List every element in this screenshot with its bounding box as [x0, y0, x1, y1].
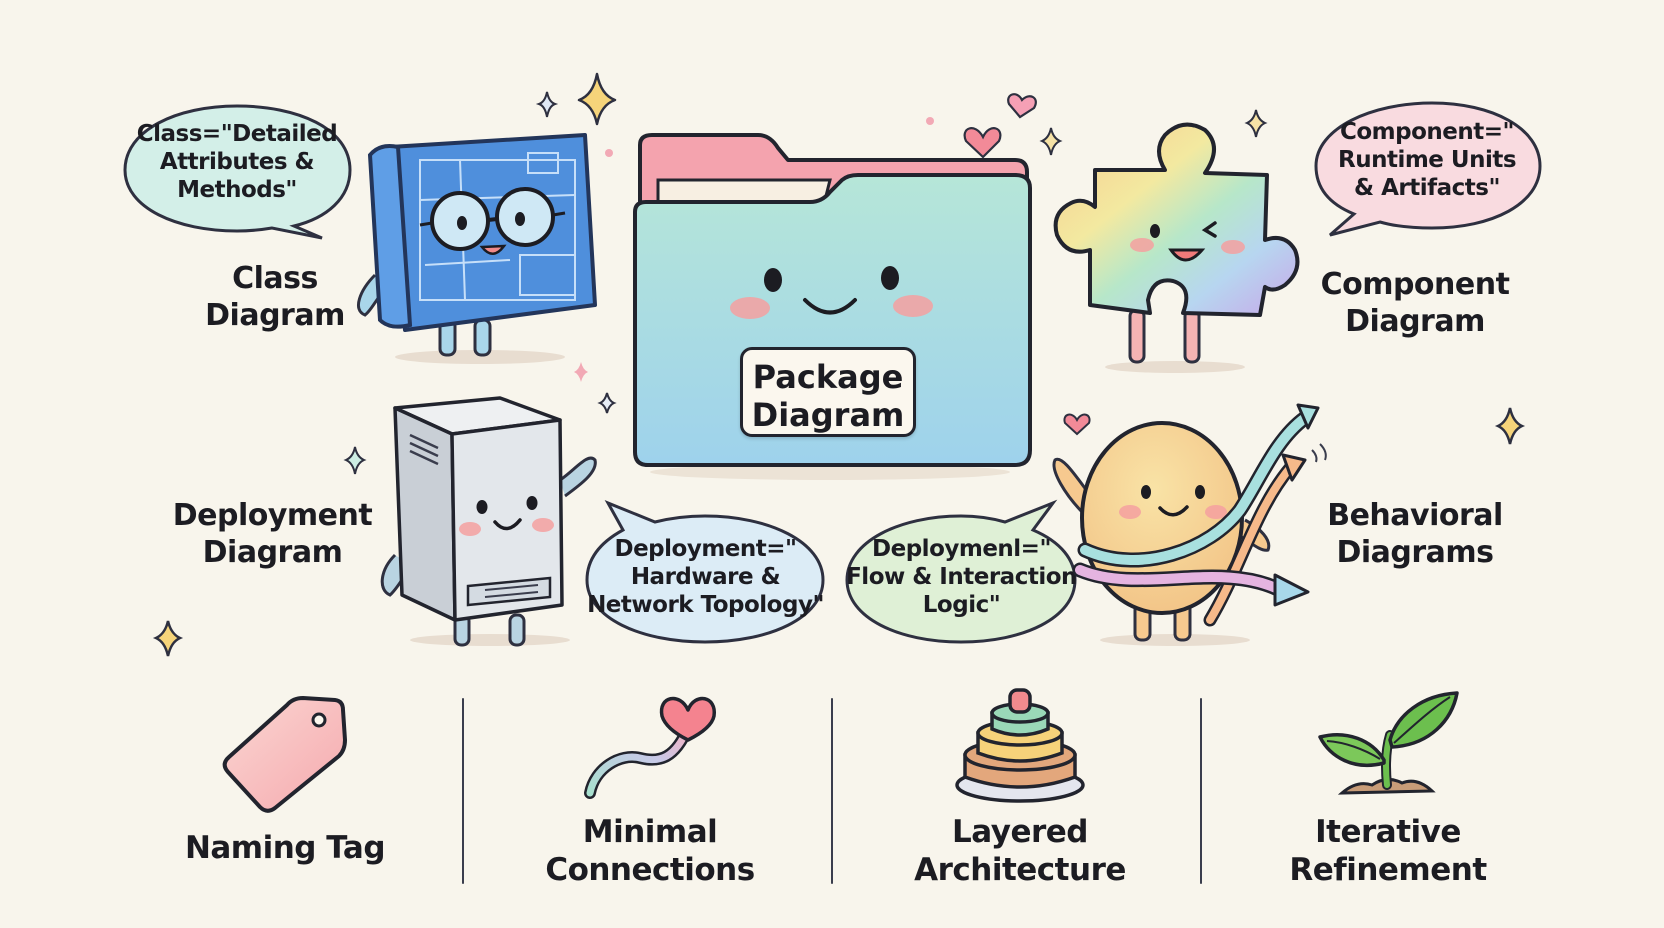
principle-label-layered-architecture: Layered Architecture: [914, 814, 1126, 888]
sparkle-icon: [1244, 109, 1268, 138]
principle-label-iterative-refinement: Iterative Refinement: [1289, 814, 1487, 888]
heart-icon: [963, 127, 1002, 159]
deployment-diagram-label: Deployment Diagram: [172, 498, 373, 570]
bubble-text-line: Deploymenl=": [872, 536, 1051, 562]
package-diagram-title: Package Diagram: [740, 347, 916, 437]
principle-label-naming-tag: Naming Tag: [184, 830, 386, 866]
tag-icon: [222, 696, 347, 813]
bubble-text-line: Runtime Units: [1337, 147, 1517, 173]
sparkle-icon: [574, 362, 588, 382]
divider: [462, 698, 464, 884]
flow-arrows-icon: [1052, 403, 1327, 646]
bubble-text-line: Logic": [922, 592, 1001, 618]
sparkle-icon: [535, 91, 559, 118]
deployment-speech-bubble: Deployment=" Hardware & Network Topology…: [583, 500, 828, 645]
heart-string-icon: [584, 696, 716, 799]
component-diagram-label: Component Diagram: [1320, 267, 1510, 339]
principle-label-minimal-connections: Minimal Connections: [545, 814, 755, 888]
component-speech-bubble: Component=" Runtime Units & Artifacts": [1312, 98, 1542, 237]
bubble-text-line: Flow & Interaction: [846, 564, 1077, 590]
bubble-text-line: Attributes &: [159, 149, 315, 175]
bubble-text-line: & Artifacts": [1354, 175, 1500, 201]
bubble-text-line: Deployment=": [614, 536, 797, 562]
layered-cake-icon: [955, 688, 1085, 803]
divider: [831, 698, 833, 884]
sparkle-icon: [152, 620, 184, 657]
bubble-text-line: Class="Detailed: [136, 121, 338, 147]
behavioral-speech-bubble: Deploymenl=" Flow & Interaction Logic": [843, 499, 1080, 645]
class-diagram-label: Class Diagram: [205, 261, 345, 333]
divider: [1200, 698, 1202, 884]
blueprint-icon: [357, 133, 597, 364]
bubble-text-line: Methods": [177, 177, 297, 203]
server-icon: [380, 396, 597, 647]
sparkle-icon: [343, 446, 367, 475]
heart-icon: [1063, 413, 1091, 436]
bubble-text-line: Component=": [1339, 119, 1515, 145]
puzzle-piece-icon: [1053, 122, 1300, 373]
sparkle-icon: [597, 392, 617, 414]
sparkle-icon: [1494, 407, 1526, 445]
folder-icon: [633, 133, 1032, 480]
sprout-icon: [1318, 691, 1459, 795]
bubble-text-line: Hardware &: [630, 564, 781, 590]
class-speech-bubble: Class="Detailed Attributes & Methods": [122, 100, 352, 240]
behavioral-diagrams-label: Behavioral Diagrams: [1327, 498, 1503, 570]
sparkle-icon: [577, 72, 617, 126]
bubble-text-line: Network Topology": [587, 592, 824, 618]
sparkle-icon: [1039, 127, 1063, 156]
heart-icon: [1007, 93, 1037, 119]
